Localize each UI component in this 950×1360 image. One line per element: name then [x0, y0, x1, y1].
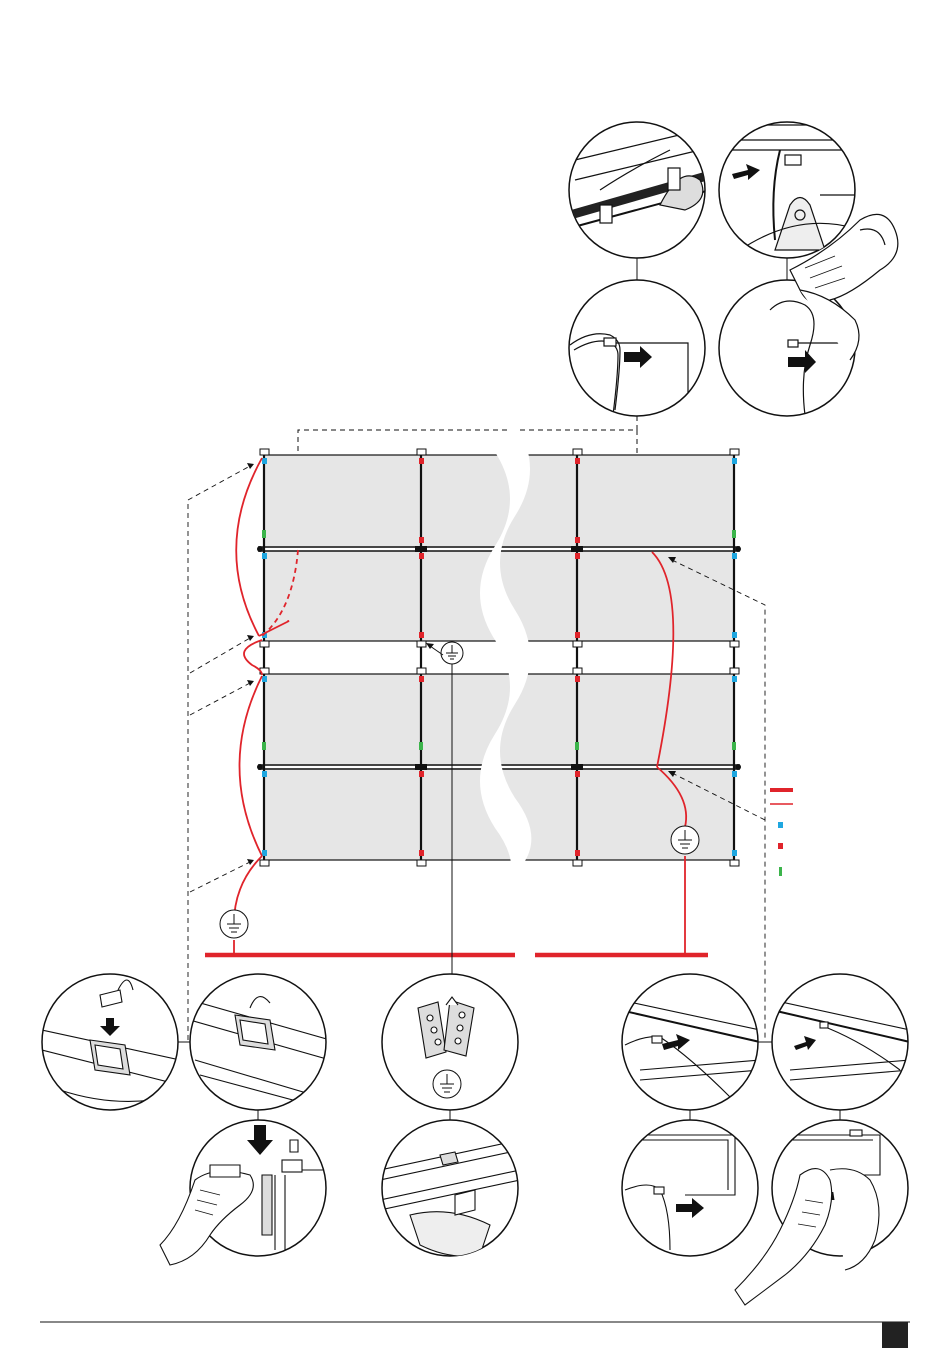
ground-bus — [205, 856, 708, 955]
bottom-left-details — [42, 974, 330, 1265]
detail-circle-cable-route-1 — [620, 974, 760, 1110]
detail-circle-cable-push-1 — [569, 280, 705, 420]
page-number-marker — [882, 1322, 908, 1348]
panel-row-1 — [264, 455, 734, 548]
bottom-center-details — [380, 974, 520, 1256]
detail-circle-clip-attach — [719, 122, 860, 258]
detail-circle-rail-clip — [569, 122, 710, 258]
legend-green-bar — [779, 867, 782, 876]
legend — [770, 790, 793, 876]
ground-symbol-icon — [441, 642, 463, 664]
ground-symbol-icon — [671, 826, 699, 854]
detail-circle-grounding-lug — [382, 974, 518, 1110]
panel-array — [257, 422, 741, 898]
detail-circle-lug-installed — [380, 1120, 520, 1256]
detail-circle-cable-push-2 — [719, 280, 855, 416]
bottom-right-details — [620, 974, 910, 1305]
detail-circle-clip-installed — [190, 974, 330, 1110]
ground-symbol-icon — [220, 910, 248, 938]
legend-blue-square — [778, 822, 783, 828]
detail-circle-cable-route-2 — [772, 974, 910, 1110]
ground-symbol-icon — [433, 1070, 461, 1098]
detail-circle-cable-push-3 — [622, 1120, 758, 1256]
detail-circle-clip-insert — [42, 974, 180, 1110]
legend-red-square — [778, 843, 783, 849]
top-detail-group — [569, 122, 898, 420]
